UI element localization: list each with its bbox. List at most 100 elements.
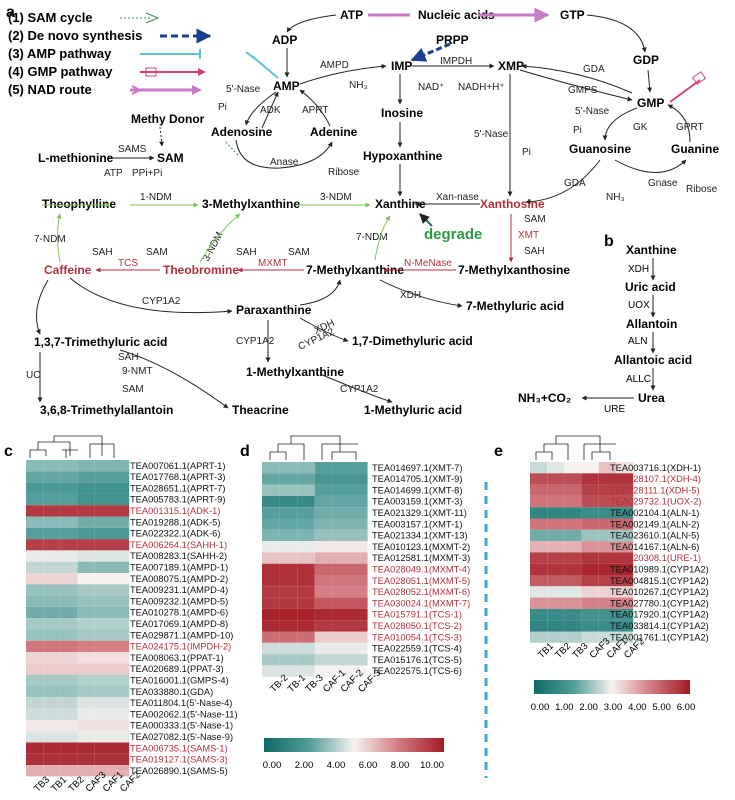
enzyme-adk: ADK <box>260 105 281 116</box>
heatmap-column-label: TB1 <box>536 641 556 661</box>
heatmap-cell <box>616 507 634 519</box>
heatmap-row-label: TEA021329.1(XMT-11) <box>372 508 467 518</box>
heatmap-cell <box>530 552 548 564</box>
heatmap-cell <box>598 552 616 564</box>
heatmap-row-label: TEA010054.1(TCS-3) <box>372 632 462 642</box>
heatmap-cell <box>26 708 44 720</box>
heatmap-cell <box>112 505 130 517</box>
heatmap-cell <box>60 584 78 596</box>
heatmap-cell <box>297 620 315 632</box>
heatmap-cell <box>112 595 130 607</box>
enzyme-xdh-a: XDH <box>400 290 421 301</box>
heatmap-cell <box>26 629 44 641</box>
heatmap-cell <box>297 631 315 643</box>
node-7-methyluric-acid: 7-Methyluric acid <box>466 299 564 313</box>
legend-gmp-label: (4) GMP pathway <box>8 64 113 79</box>
heatmap-cell <box>112 471 130 483</box>
heatmap-cell <box>616 631 634 643</box>
heatmap-cell <box>332 552 350 564</box>
heatmap-cell <box>616 563 634 575</box>
b-node-urea: Urea <box>638 391 665 405</box>
heatmap-cell <box>262 541 280 553</box>
node-nucleic-acids: Nucleic acids <box>418 8 495 22</box>
dendrogram-c <box>29 435 115 458</box>
heatmap-cell <box>60 652 78 664</box>
heatmap-row-label: TEA006735.1(SAMS-1) <box>130 743 228 753</box>
heatmap-cell <box>297 518 315 530</box>
heatmap-cell <box>60 471 78 483</box>
enzyme-aprt: APRT <box>302 105 329 116</box>
heatmap-cell <box>616 608 634 621</box>
heatmap-cell <box>581 563 599 575</box>
heatmap-row-label: TEA010278.1(AMPD-6) <box>130 608 228 618</box>
b-node-allantoin: Allantoin <box>626 317 677 331</box>
heatmap-cell <box>564 631 582 643</box>
heatmap-cell <box>43 527 61 540</box>
heatmap-row-label: TEA002062.1(5'-Nase-11) <box>130 709 238 719</box>
heatmap-cell <box>262 484 280 496</box>
heatmap-cell <box>262 620 280 632</box>
enzyme-5nase-a: 5'-Nase <box>226 84 261 95</box>
heatmap-cell <box>279 654 298 666</box>
heatmap-row-label: TEA028051.1(MXMT-5) <box>372 576 470 586</box>
heatmap-cell <box>530 473 548 485</box>
enzyme-5nase-x: 5'-Nase <box>474 129 509 140</box>
heatmap-row-label: TEA003716.1(XDH-1) <box>610 463 701 473</box>
heatmap-column-label: TB3 <box>570 641 590 661</box>
heatmap-cell <box>60 573 78 585</box>
colorbar-tick-label: 3.00 <box>604 702 623 713</box>
heatmap-cell <box>279 620 298 632</box>
heatmap-cell <box>547 575 565 587</box>
heatmap-cell <box>332 631 350 643</box>
heatmap-cell <box>350 608 368 621</box>
heatmap-cell <box>297 495 315 508</box>
heatmap-cell <box>26 652 44 664</box>
heatmap-cell <box>94 618 112 630</box>
heatmap-cell <box>43 516 61 528</box>
heatmap-cell <box>262 575 280 587</box>
heatmap-cell <box>314 631 333 643</box>
heatmap-cell <box>616 495 634 508</box>
heatmap-cell <box>77 765 95 777</box>
heatmap-cell <box>43 505 61 517</box>
enzyme-7ndm-mid: 7-NDM <box>356 232 388 243</box>
heatmap-cell <box>43 640 61 653</box>
heatmap-row-label: TEA003157.1(XMT-1) <box>372 519 462 529</box>
panel-label-a: a <box>6 4 15 21</box>
heatmap-cell <box>262 473 280 485</box>
heatmap-cell <box>262 529 280 542</box>
node-theophylline: Theophylline <box>42 197 116 211</box>
enzyme-sam-t: SAM <box>288 247 310 258</box>
heatmap-cell <box>297 586 315 598</box>
heatmap-cell <box>332 541 350 553</box>
heatmap-cell <box>94 640 112 653</box>
heatmap-row-label: TEA022559.1(TCS-4) <box>372 644 462 654</box>
heatmap-cell <box>314 620 333 632</box>
b-node-allantoic-acid: Allantoic acid <box>614 353 692 367</box>
heatmap-cell <box>616 586 634 598</box>
b-node-xanthine: Xanthine <box>626 243 677 257</box>
heatmap-cell <box>26 595 44 607</box>
colorbar-tick-label: 0.00 <box>263 760 282 771</box>
heatmap-cell <box>77 640 95 653</box>
enzyme-pi-g: Pi <box>573 125 582 136</box>
enzyme-cyp1a2-c: CYP1A2 <box>236 336 275 347</box>
heatmap-column-label: TB2 <box>66 774 86 794</box>
b-enzyme-ure: URE <box>604 404 625 415</box>
enzyme-sah-t: SAH <box>236 247 257 258</box>
heatmap-cell <box>43 618 61 630</box>
node-gtp: GTP <box>560 8 585 22</box>
heatmap-cell <box>564 518 582 530</box>
b-enzyme-aln: ALN <box>628 336 647 347</box>
heatmap-cell <box>581 552 599 564</box>
heatmap-cell <box>26 561 44 573</box>
heatmap-cell <box>60 539 78 551</box>
heatmap-cell <box>581 473 599 485</box>
heatmap-cell <box>547 495 565 508</box>
dendrogram-e <box>535 435 616 460</box>
node-amp: AMP <box>273 79 300 93</box>
heatmap-cell <box>350 631 368 643</box>
heatmap-cell <box>350 563 368 575</box>
